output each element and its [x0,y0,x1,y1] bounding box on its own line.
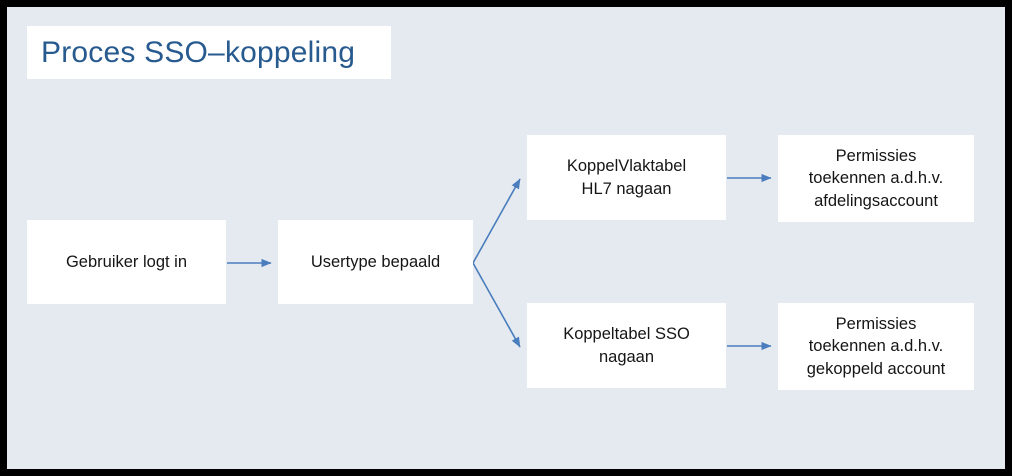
node-gebruiker-logt-in[interactable]: Gebruiker logt in [27,220,226,304]
node-label: Permissies toekennen a.d.h.v. afdelingsa… [808,147,944,210]
edge-usertype-to-hl7 [472,178,521,264]
node-label: KoppelVlaktabel HL7 nagaan [566,157,687,198]
node-usertype-bepaald[interactable]: Usertype bepaald [278,220,473,304]
node-label: Koppeltabel SSO nagaan [563,325,690,366]
edge-usertype-to-sso [472,262,521,348]
node-label: Usertype bepaald [310,252,441,271]
diagram-title-box: Proces SSO–koppeling [27,26,391,79]
node-permissies-gekoppeld-account[interactable]: Permissies toekennen a.d.h.v. gekoppeld … [778,303,974,390]
node-permissies-afdelingsaccount[interactable]: Permissies toekennen a.d.h.v. afdelingsa… [778,135,974,222]
diagram-stage: Proces SSO–koppeling Gebruiker logt in U… [7,7,1005,469]
page-title: Proces SSO–koppeling [41,35,356,69]
node-koppeltabel-sso-nagaan[interactable]: Koppeltabel SSO nagaan [527,303,726,388]
node-label: Gebruiker logt in [65,252,188,271]
node-label: Permissies toekennen a.d.h.v. gekoppeld … [806,315,946,378]
node-koppelvlaktabel-hl7-nagaan[interactable]: KoppelVlaktabel HL7 nagaan [527,135,726,220]
